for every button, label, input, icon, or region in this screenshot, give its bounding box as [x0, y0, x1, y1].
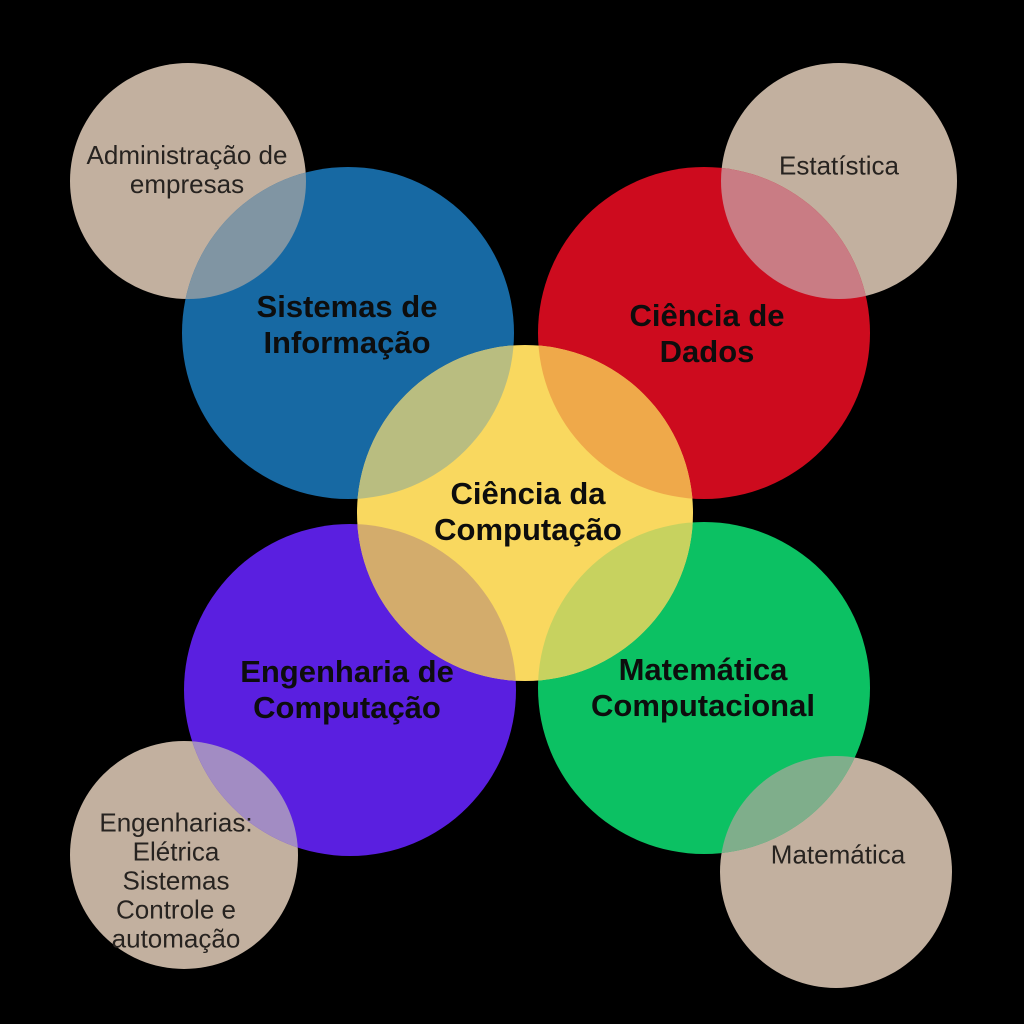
- overlap-center-comp-math: [538, 522, 693, 681]
- overlap-center-info-systems: [357, 345, 514, 499]
- overlap-comp-math-mathematics: [720, 756, 870, 854]
- overlap-comp-engineering-engenharias: [184, 741, 298, 856]
- overlap-center-comp-engineering: [357, 524, 516, 681]
- overlap-center-data-science: [538, 345, 693, 499]
